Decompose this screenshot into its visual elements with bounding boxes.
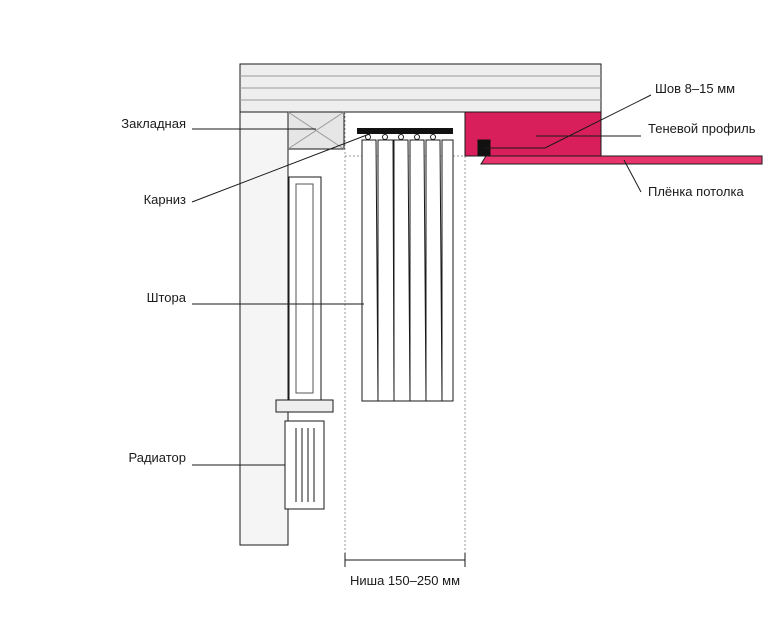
window-frame — [288, 176, 322, 401]
label-nisha: Ниша 150–250 мм — [350, 573, 460, 588]
label-tenevoy: Теневой профиль — [648, 121, 756, 136]
label-karniz: Карниз — [144, 192, 186, 207]
label-radiator: Радиатор — [128, 450, 186, 465]
curtain-pleat — [393, 139, 411, 402]
window-sill — [275, 399, 334, 413]
embedded-block — [287, 111, 345, 150]
radiator — [284, 420, 325, 510]
label-shtora: Штора — [147, 290, 187, 305]
curtain-pleat — [409, 139, 427, 402]
ceiling-slab — [239, 63, 602, 113]
curtain-pleat — [441, 139, 454, 402]
label-zakladnaya: Закладная — [121, 116, 186, 131]
leader-shov — [484, 94, 652, 149]
leader-plenka — [623, 159, 642, 193]
wall — [239, 111, 289, 546]
cornice-rail — [357, 128, 453, 140]
curtain-pleat — [377, 139, 395, 402]
leader-lines — [191, 94, 652, 466]
ceiling-film — [480, 155, 763, 165]
niche-dimension — [344, 553, 466, 567]
leader-karniz — [191, 132, 373, 203]
curtain-pleat — [361, 139, 379, 402]
curtain — [361, 139, 454, 402]
label-plenka: Плёнка потолка — [648, 184, 744, 199]
label-shov: Шов 8–15 мм — [655, 81, 735, 96]
curtain-pleat — [425, 139, 443, 402]
